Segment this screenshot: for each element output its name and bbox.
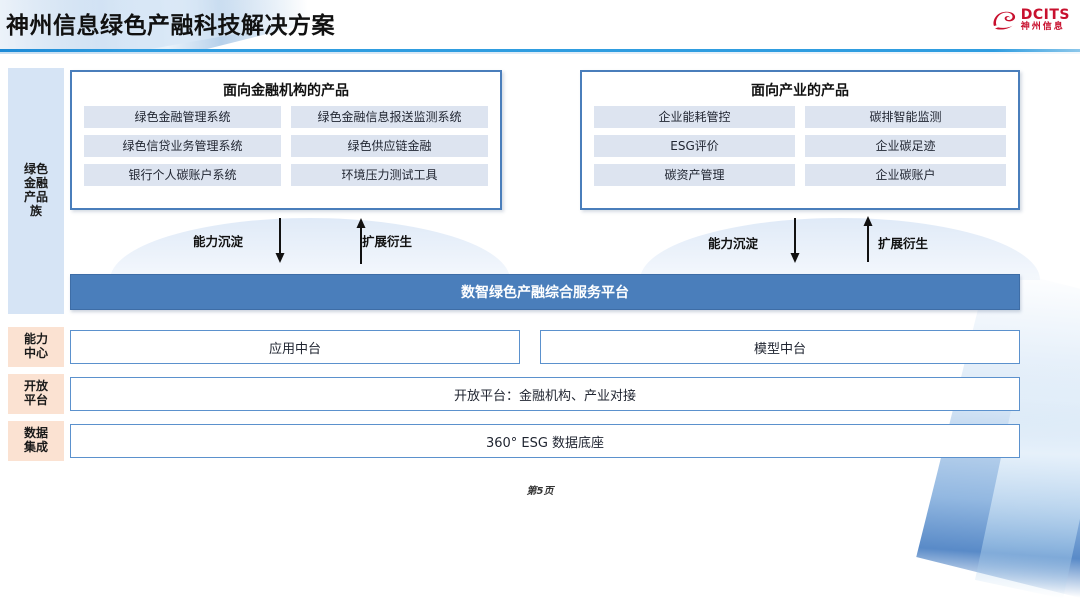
sidebar-item-capability-center[interactable]: 能力中心: [8, 327, 64, 367]
product-tile[interactable]: 绿色金融信息报送监测系统: [291, 106, 488, 128]
panel-financial-institution-products: 面向金融机构的产品 绿色金融管理系统 绿色金融信息报送监测系统 绿色信贷业务管理…: [70, 70, 502, 210]
product-tile[interactable]: 企业碳足迹: [805, 135, 1006, 157]
product-tile[interactable]: 碳资产管理: [594, 164, 795, 186]
product-tile[interactable]: 绿色供应链金融: [291, 135, 488, 157]
panel-title-industry: 面向产业的产品: [751, 83, 849, 99]
box-label-model-middle-platform: 模型中台: [753, 341, 806, 357]
sidebar-item-data-integration[interactable]: 数据集成: [8, 421, 64, 461]
box-label-application-middle-platform: 应用中台: [268, 341, 321, 357]
flow-label-capability-precipitation-right: 能力沉淀: [708, 236, 759, 251]
tile-grid-financial-institution: 绿色金融管理系统 绿色金融信息报送监测系统 绿色信贷业务管理系统 绿色供应链金融…: [72, 106, 500, 186]
product-tile[interactable]: 绿色金融管理系统: [84, 106, 281, 128]
flow-arrow-down-left-icon: [275, 218, 285, 263]
sidebar-label-data-integration: 数据集成: [23, 426, 48, 454]
product-tile[interactable]: 环境压力测试工具: [291, 164, 488, 186]
sidebar-label-green-finance-product-family: 绿色金融产品族: [23, 162, 48, 218]
platform-bar[interactable]: 数智绿色产融综合服务平台: [70, 274, 1020, 310]
flow-label-capability-precipitation-left: 能力沉淀: [193, 234, 244, 249]
tile-grid-industry: 企业能耗管控 碳排智能监测 ESG评价 企业碳足迹 碳资产管理 企业碳账户: [582, 106, 1018, 186]
product-tile[interactable]: 绿色信贷业务管理系统: [84, 135, 281, 157]
header-divider: [0, 49, 1080, 52]
flow-arc-right: [640, 218, 1040, 280]
product-tile[interactable]: 银行个人碳账户系统: [84, 164, 281, 186]
dcits-logo-en: DCITS: [1020, 7, 1070, 23]
dcits-logo-mark-icon: [993, 11, 1015, 30]
dcits-logo-text: DCITS 神州信息: [1021, 8, 1070, 32]
box-open-platform[interactable]: 开放平台：金融机构、产业对接: [70, 377, 1020, 411]
sidebar-item-green-finance-product-family[interactable]: 绿色金融产品族: [8, 68, 64, 314]
panel-title-financial-institution: 面向金融机构的产品: [223, 83, 349, 99]
sidebar-item-open-platform[interactable]: 开放平台: [8, 374, 64, 414]
sidebar-label-open-platform: 开放平台: [23, 379, 48, 407]
page-header: 神州信息绿色产融科技解决方案 DCITS 神州信息: [0, 0, 1080, 52]
sidebar-label-capability-center: 能力中心: [23, 332, 48, 360]
panel-industry-products: 面向产业的产品 企业能耗管控 碳排智能监测 ESG评价 企业碳足迹 碳资产管理 …: [580, 70, 1020, 210]
box-application-middle-platform[interactable]: 应用中台: [70, 330, 520, 364]
product-tile[interactable]: 企业能耗管控: [594, 106, 795, 128]
product-tile[interactable]: 企业碳账户: [805, 164, 1006, 186]
box-data-base[interactable]: 360° ESG 数据底座: [70, 424, 1020, 458]
box-label-data-base: 360° ESG 数据底座: [485, 435, 605, 451]
dcits-logo-cn: 神州信息: [1020, 22, 1065, 32]
product-tile[interactable]: 碳排智能监测: [805, 106, 1006, 128]
dcits-logo: DCITS 神州信息: [991, 8, 1070, 32]
flow-arrow-up-left-icon: [356, 218, 366, 264]
flow-arrow-up-right-icon: [863, 216, 873, 262]
flow-label-extension-derivation-right: 扩展衍生: [878, 236, 929, 251]
platform-bar-label: 数智绿色产融综合服务平台: [461, 285, 629, 301]
page-title: 神州信息绿色产融科技解决方案: [6, 13, 335, 39]
background-swoosh-right-secondary: [974, 335, 1080, 599]
page-footer: 第5页: [526, 486, 554, 497]
box-model-middle-platform[interactable]: 模型中台: [540, 330, 1020, 364]
box-label-open-platform: 开放平台：金融机构、产业对接: [453, 388, 636, 404]
product-tile[interactable]: ESG评价: [594, 135, 795, 157]
flow-label-extension-derivation-left: 扩展衍生: [362, 234, 413, 249]
flow-arrow-down-right-icon: [790, 218, 800, 263]
header-divider-shadow: [0, 52, 1080, 54]
flow-arc-left: [110, 218, 510, 280]
